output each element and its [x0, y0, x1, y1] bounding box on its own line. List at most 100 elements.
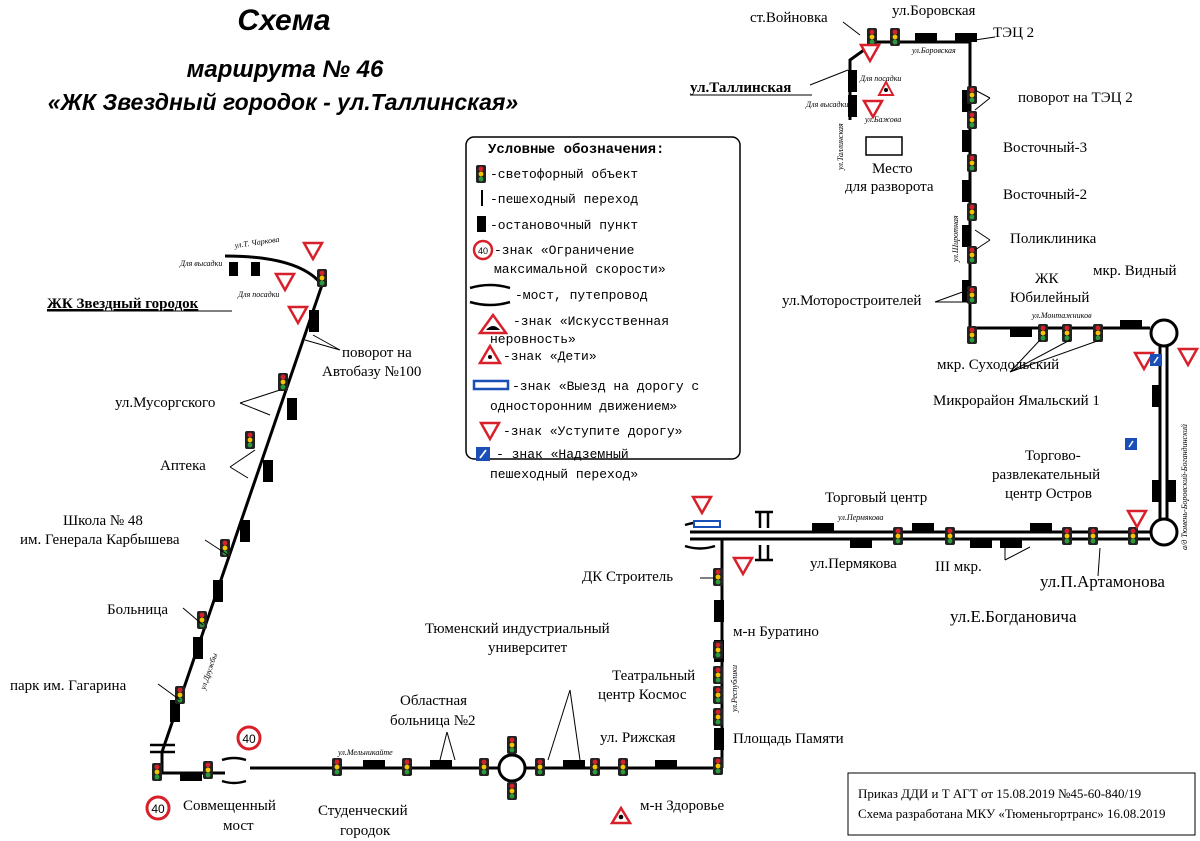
svg-text:ул.Монтажников: ул.Монтажников	[1031, 311, 1092, 320]
title-line2: маршрута № 46	[187, 56, 384, 83]
stop-label: Место	[872, 161, 913, 177]
bus-stop-icon	[193, 637, 203, 659]
stop-label: Торговый центр	[825, 490, 927, 506]
bridge-icon	[469, 283, 511, 307]
legend-box	[465, 136, 741, 460]
bus-stop-icon	[563, 760, 585, 769]
svg-text:ул.Пермякова: ул.Пермякова	[837, 513, 883, 522]
traffic-light-icon	[713, 757, 723, 775]
traffic-light-icon	[175, 686, 185, 704]
traffic-light-icon	[967, 154, 977, 172]
legend-item: -знак «Выезд на дорогу с	[512, 379, 699, 394]
legend-item: -знак «Дети»	[503, 349, 597, 364]
stop-label: университет	[488, 640, 568, 656]
stop-label: Поликлиника	[1010, 231, 1097, 247]
traffic-light-icon	[197, 611, 207, 629]
speed-bump-sign-icon	[477, 312, 509, 335]
traffic-light-icon	[967, 326, 977, 344]
traffic-light-icon	[713, 666, 723, 684]
stop-label: м-н Здоровье	[640, 798, 724, 814]
traffic-light-icon	[590, 758, 600, 776]
legend-item: пешеходный переход»	[490, 467, 638, 482]
stop-label: для разворота	[845, 179, 934, 195]
bus-stop-icon	[309, 310, 319, 332]
bus-stop-icon	[962, 180, 971, 202]
legend: Условные обозначения: -светофорный объек…	[465, 136, 741, 482]
roundabout-south	[1149, 517, 1179, 547]
bus-stop-icon	[287, 398, 297, 420]
stop-label: ул.Е.Богдановича	[950, 607, 1077, 626]
traffic-light-icon	[967, 111, 977, 129]
stop-label: парк им. Гагарина	[10, 678, 127, 694]
stop-label: ст.Войновка	[750, 10, 828, 26]
label-leaders	[157, 21, 1101, 761]
traffic-light-icon	[893, 527, 903, 545]
stop-label: Совмещенный	[183, 798, 276, 814]
stop-label: ул.Моторостроителей	[782, 293, 921, 309]
traffic-light-icon	[402, 758, 412, 776]
yield-sign-icon	[302, 241, 324, 261]
one-way-exit-sign-icon	[693, 520, 721, 528]
bus-stop-icon	[180, 772, 202, 781]
legend-item: - знак «Надземный	[496, 447, 629, 462]
traffic-light-icon	[203, 761, 213, 779]
stop-label: м-н Буратино	[733, 624, 819, 640]
svg-text:ул.Бажова: ул.Бажова	[864, 115, 901, 124]
stop-label: ДК Строитель	[582, 569, 673, 585]
roundabout-melnikaite	[497, 753, 527, 783]
yield-sign-icon	[274, 272, 296, 292]
bus-stop-icon	[430, 760, 452, 769]
stop-label: центр Остров	[1005, 486, 1092, 502]
bus-stop-icon	[850, 539, 872, 548]
legend-item: максимальной скорости»	[494, 262, 666, 277]
yield-sign-icon	[732, 556, 754, 576]
svg-text:40: 40	[151, 802, 165, 816]
traffic-light-icon	[967, 286, 977, 304]
children-sign-icon	[477, 343, 503, 365]
legend-item: -светофорный объект	[490, 167, 638, 182]
yield-sign-icon	[691, 495, 713, 515]
bus-stop-icon	[477, 216, 486, 232]
bus-stop-icon	[912, 523, 934, 532]
traffic-light-icon	[245, 431, 255, 449]
svg-text:Для посадки: Для посадки	[237, 290, 279, 299]
stop-label: ул.Боровская	[892, 3, 976, 19]
bus-stop-icon	[1010, 328, 1032, 337]
stop-label: Юбилейный	[1010, 290, 1089, 306]
bus-stop-icon	[263, 460, 273, 482]
bus-stop-icon	[915, 33, 937, 42]
terminal-start-label: ЖК Звездный городок	[47, 296, 199, 312]
stop-label: центр Космос	[598, 687, 687, 703]
traffic-light-icon	[967, 246, 977, 264]
traffic-light-icon	[713, 686, 723, 704]
stop-label: Площадь Памяти	[733, 731, 844, 747]
bus-stop-icon	[1167, 480, 1176, 502]
svg-text:40: 40	[242, 732, 256, 746]
stop-label: им. Генерала Карбышева	[20, 532, 180, 548]
traffic-light-icon	[713, 641, 723, 659]
legend-item: -остановочный пункт	[490, 218, 638, 233]
bus-stop-icon	[1000, 539, 1022, 548]
stop-label: больница №2	[390, 713, 476, 729]
legend-item: -пешеходный переход	[490, 192, 638, 207]
bus-stop-icon	[962, 130, 971, 152]
traffic-light-icon	[535, 758, 545, 776]
bus-stop-icon	[251, 262, 260, 276]
yield-sign-icon	[287, 305, 309, 325]
legend-item: -мост, путепровод	[515, 288, 648, 303]
speed-limit-icon	[472, 239, 494, 261]
stop-label: Восточный-3	[1003, 140, 1087, 156]
bus-stop-icon	[1152, 480, 1161, 502]
traffic-light-icon	[317, 269, 327, 287]
stop-label: Автобазу №100	[322, 364, 421, 380]
stop-label: ул. Рижская	[600, 730, 676, 746]
bus-stop-icon	[170, 700, 180, 722]
stop-label: Областная	[400, 693, 467, 709]
bus-stop-icon	[240, 520, 250, 542]
traffic-light-icon	[1088, 527, 1098, 545]
svg-text:а/д Тюмень-Боровский-Богандинс: а/д Тюмень-Боровский-Богандинский	[1180, 424, 1189, 550]
stop-label: Микрорайон Ямальский 1	[933, 393, 1100, 409]
traffic-light-icon	[713, 708, 723, 726]
speed-limit-icon: 40	[236, 725, 262, 751]
